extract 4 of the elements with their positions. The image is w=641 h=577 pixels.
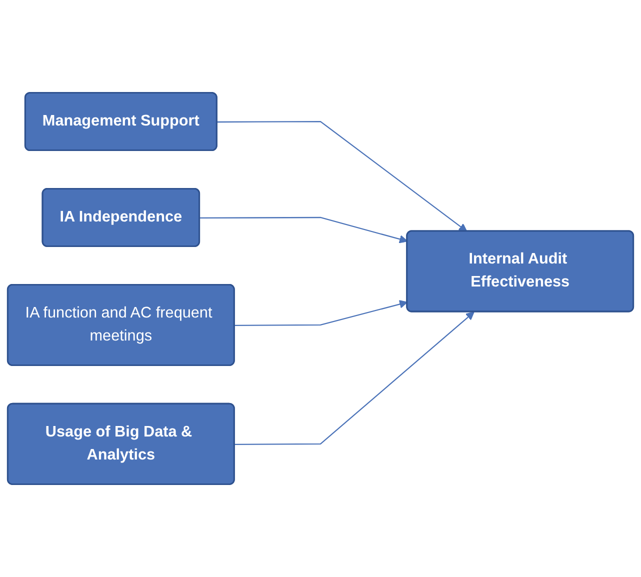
arrow [234,300,408,326]
arrow [200,216,408,244]
arrow [234,312,474,445]
arrow [217,120,468,232]
